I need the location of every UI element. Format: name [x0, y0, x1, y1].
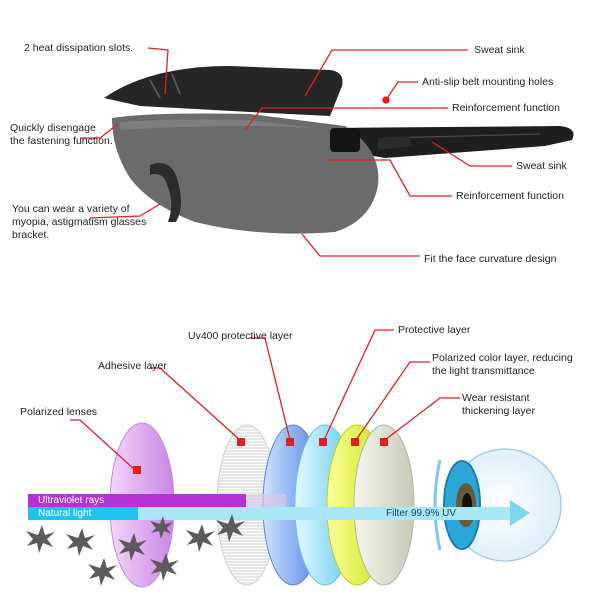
ultraviolet-rays-text: Ultraviolet rays [38, 495, 105, 506]
frame-top-bar [104, 66, 343, 116]
label-face-fit: Fit the face curvature design [424, 253, 557, 265]
label-uv400: Uv400 protective layer [188, 330, 293, 342]
natural-light-text: Natural light [38, 508, 92, 519]
label-polarized-color: Polarized color layer, reducing the ligh… [432, 352, 573, 377]
label-quick-disengage: Quickly disengage the fastening function… [10, 122, 113, 147]
ultraviolet-bar [28, 494, 246, 507]
starbursts [26, 514, 245, 586]
nose-pad [150, 162, 181, 222]
natural-light-bar [28, 507, 138, 520]
label-reinforcement-top: Reinforcement function [452, 102, 560, 114]
label-heat-slots: 2 heat dissipation slots. [24, 42, 134, 54]
eye-illustration [433, 448, 562, 562]
label-adhesive: Adhesive layer [98, 360, 167, 372]
temple-arm [330, 126, 574, 158]
layer-markers [133, 438, 388, 474]
filter-uv-text: Filter 99.9% UV [386, 508, 457, 519]
label-anti-slip: Anti-slip belt mounting holes [422, 76, 554, 88]
glasses-callout-lines [80, 47, 512, 257]
label-protective: Protective layer [398, 324, 471, 336]
label-sweat-sink-right: Sweat sink [516, 160, 567, 172]
lens-callout-lines [70, 329, 460, 471]
hinge [330, 128, 360, 152]
label-sweat-sink-top: Sweat sink [474, 44, 525, 56]
wear-resistant-layer-disc [353, 424, 415, 586]
label-polarized-lenses: Polarized lenses [20, 406, 98, 418]
label-wear-resistant: Wear resistant thickening layer [462, 392, 535, 417]
label-reinforcement-right: Reinforcement function [456, 190, 564, 202]
label-myopia: You can wear a variety of myopia, astigm… [12, 203, 147, 241]
